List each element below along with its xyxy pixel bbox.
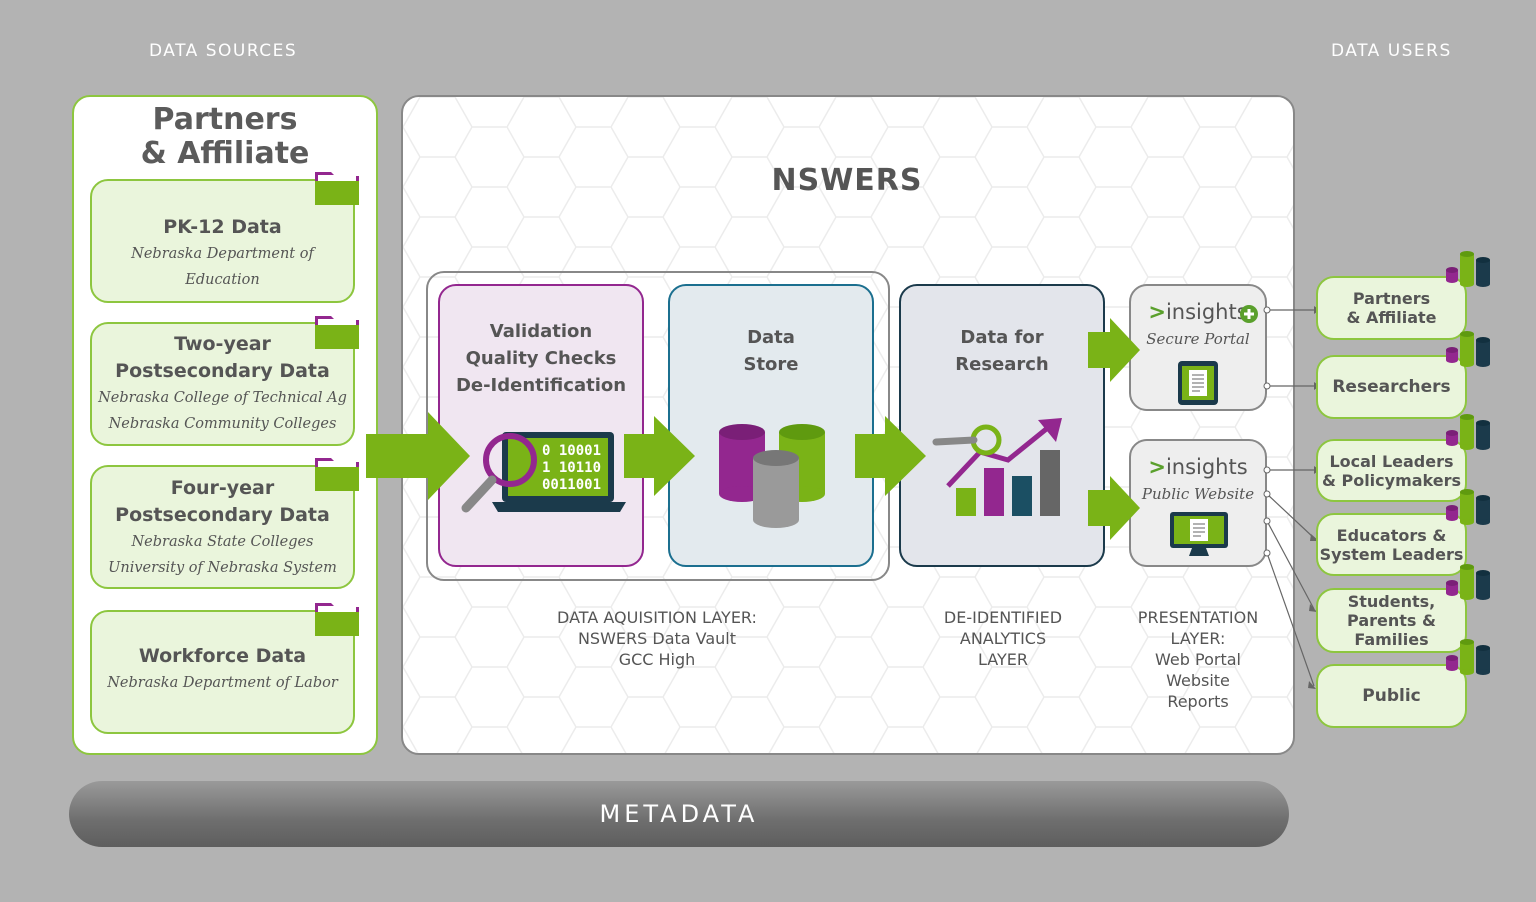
user-educators[interactable]: Educators &System Leaders — [1316, 513, 1467, 576]
caption-line: LAYER: — [1170, 629, 1226, 648]
folder-icon — [315, 316, 359, 349]
stage-title: Data for — [960, 327, 1044, 348]
source-subtitle: Nebraska State Colleges — [131, 534, 314, 550]
analytics-layer-caption: DE-IDENTIFIED ANALYTICS LAYER — [905, 607, 1101, 670]
stage-title: Research — [955, 354, 1049, 375]
tablet-document-icon — [1178, 361, 1218, 405]
insights-name: insights — [1165, 300, 1248, 324]
insights-chevron: > — [1148, 455, 1166, 479]
user-label: Partners — [1352, 289, 1431, 308]
portal-subtitle: Public Website — [1141, 485, 1255, 503]
source-title: PK-12 Data — [163, 216, 282, 238]
user-local-leaders[interactable]: Local Leaders& Policymakers — [1316, 439, 1467, 502]
caption-line: DE-IDENTIFIED — [943, 608, 1063, 627]
data-for-research-stage: Data for Research — [899, 284, 1105, 567]
user-students-families[interactable]: Students,Parents &Families — [1316, 588, 1467, 653]
user-partners-affiliate[interactable]: Partners& Affiliate — [1316, 276, 1467, 340]
source-subtitle: Nebraska Department of Education — [131, 246, 314, 288]
user-label: Parents & — [1347, 611, 1436, 630]
caption-line: Reports — [1167, 692, 1229, 711]
analytics-chart-icon — [932, 418, 1062, 516]
user-public[interactable]: Public — [1316, 664, 1467, 728]
stage-title: Validation — [489, 321, 593, 342]
source-two-year: Two-year Postsecondary Data Nebraska Col… — [90, 322, 355, 446]
stage-title: De-Identification — [455, 375, 627, 396]
laptop-magnifier-icon: 0 10001 1 10110 0011001 — [461, 432, 626, 513]
data-sources-header: DATA SOURCES — [149, 41, 298, 61]
insights-logo: >insights — [1131, 300, 1265, 324]
insights-logo: >insights — [1131, 455, 1265, 479]
user-researchers[interactable]: Researchers — [1316, 355, 1467, 419]
sources-title-line2: & Affiliate — [140, 136, 310, 171]
source-pk12: PK-12 Data Nebraska Department of Educat… — [90, 179, 355, 303]
source-subtitle: University of Nebraska System — [108, 560, 337, 576]
caption-line: ANALYTICS — [959, 629, 1047, 648]
caption-line: Website — [1166, 671, 1230, 690]
user-label: Researchers — [1332, 376, 1451, 397]
user-label: & Policymakers — [1321, 470, 1462, 490]
plus-circle-icon — [1240, 305, 1258, 323]
folder-icon — [315, 458, 359, 491]
stage-title: Store — [743, 354, 799, 375]
source-subtitle: Nebraska College of Technical Ag — [98, 390, 347, 406]
user-label: & Affiliate — [1346, 308, 1437, 327]
sources-title-line1: Partners — [152, 102, 298, 137]
caption-line: NSWERS Data Vault — [577, 629, 737, 648]
portal-subtitle: Secure Portal — [1146, 330, 1250, 348]
database-stack-icon — [719, 424, 825, 528]
source-subtitle: Nebraska Department of Labor — [107, 675, 338, 691]
source-subtitle: Nebraska Community Colleges — [108, 416, 337, 432]
user-label: Local Leaders — [1329, 451, 1454, 471]
validation-stage: Validation Quality Checks De-Identificat… — [438, 284, 644, 567]
binary-line: 1 10110 — [542, 460, 601, 476]
source-title: Postsecondary Data — [115, 504, 330, 526]
monitor-document-icon — [1170, 512, 1228, 556]
caption-line: PRESENTATION — [1137, 608, 1259, 627]
acquisition-layer-caption: DATA AQUISITION LAYER: NSWERS Data Vault… — [520, 607, 794, 670]
caption-line: DATA AQUISITION LAYER: — [557, 608, 757, 627]
source-title: Four-year — [170, 477, 275, 499]
source-title: Postsecondary Data — [115, 360, 330, 382]
caption-line: GCC High — [618, 650, 696, 669]
metadata-bar: METADATA — [69, 781, 1289, 847]
data-users-header: DATA USERS — [1331, 41, 1452, 61]
sources-title: Partners & Affiliate — [72, 103, 378, 171]
user-label: Students, — [1347, 592, 1436, 611]
caption-line: LAYER — [978, 650, 1028, 669]
stage-title: Quality Checks — [465, 348, 617, 369]
folder-icon — [315, 172, 359, 205]
user-label: System Leaders — [1319, 544, 1464, 564]
folder-icon — [315, 603, 359, 636]
source-title: Workforce Data — [138, 645, 307, 667]
caption-line: Web Portal — [1155, 650, 1241, 669]
binary-line: 0011001 — [542, 477, 601, 493]
user-label: Educators & — [1336, 525, 1447, 545]
presentation-layer-caption: PRESENTATION LAYER: Web Portal Website R… — [1117, 607, 1279, 712]
insights-chevron: > — [1148, 300, 1166, 324]
nswers-title: NSWERS — [771, 163, 923, 198]
user-label: Public — [1362, 685, 1421, 706]
stage-title: Data — [747, 327, 795, 348]
insights-name: insights — [1165, 455, 1248, 479]
source-title: Two-year — [174, 333, 271, 355]
user-label: Families — [1354, 630, 1429, 649]
secure-portal-box[interactable]: >insights Secure Portal — [1129, 284, 1267, 411]
source-workforce: Workforce Data Nebraska Department of La… — [90, 610, 355, 734]
binary-line: 0 10001 — [542, 443, 601, 459]
source-four-year: Four-year Postsecondary Data Nebraska St… — [90, 465, 355, 589]
